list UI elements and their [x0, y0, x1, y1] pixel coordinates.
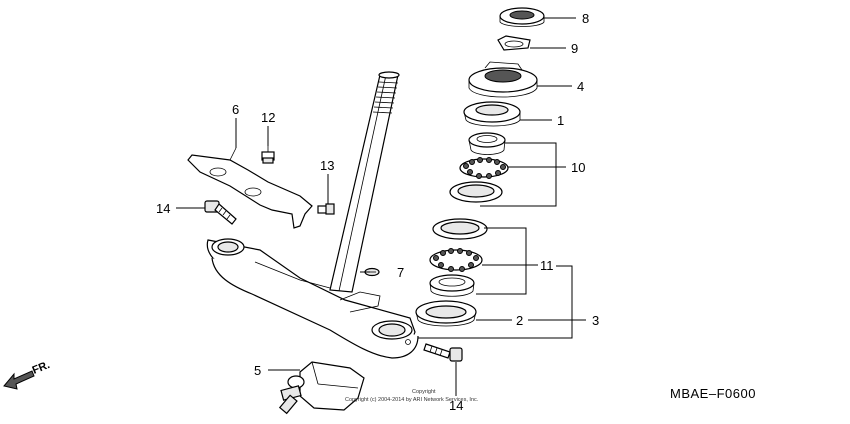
callout-6: 6 [232, 102, 239, 117]
copyright-line-1: Copyright [412, 389, 436, 395]
callout-14-right: 14 [449, 398, 463, 413]
lock-nut-8 [499, 7, 545, 27]
lock-washer-9 [497, 35, 531, 51]
bolt-12 [261, 146, 275, 164]
callout-5: 5 [254, 363, 261, 378]
callout-8: 8 [582, 11, 589, 26]
front-direction-label: FR. [31, 359, 52, 377]
front-direction-arrow [3, 370, 35, 390]
bolt-14-right [423, 343, 463, 362]
diagram-code: MBAE–F0600 [670, 386, 756, 401]
lower-bearing-inner-race [429, 274, 475, 297]
callout-9: 9 [571, 41, 578, 56]
bolt-13 [317, 203, 335, 215]
upper-bearing-outer-race [449, 181, 503, 203]
callout-4: 4 [577, 79, 584, 94]
lower-bearing-outer-race [432, 218, 488, 240]
bottom-bridge [206, 238, 419, 359]
callout-1: 1 [557, 113, 564, 128]
adjusting-nut-4 [468, 61, 538, 98]
callout-13: 13 [320, 158, 334, 173]
bracket-plate [187, 147, 313, 229]
upper-bearing-balls [459, 157, 509, 179]
ignition-switch [278, 361, 365, 415]
lower-bearing-balls [429, 248, 483, 272]
callout-3: 3 [592, 313, 599, 328]
dust-seal-1 [463, 101, 521, 127]
callout-14-left: 14 [156, 201, 170, 216]
callout-12: 12 [261, 110, 275, 125]
callout-10: 10 [571, 160, 585, 175]
callout-7: 7 [397, 265, 404, 280]
bolt-14-left [204, 200, 237, 225]
dust-seal-2 [415, 300, 477, 327]
copyright-line-2: Copyright (c) 2004-2014 by ARI Network S… [345, 397, 479, 403]
upper-bearing-race [468, 132, 506, 155]
steering-stem-shaft [329, 71, 400, 293]
leader-lines [176, 17, 586, 396]
callout-2: 2 [516, 313, 523, 328]
callout-11: 11 [540, 258, 554, 273]
